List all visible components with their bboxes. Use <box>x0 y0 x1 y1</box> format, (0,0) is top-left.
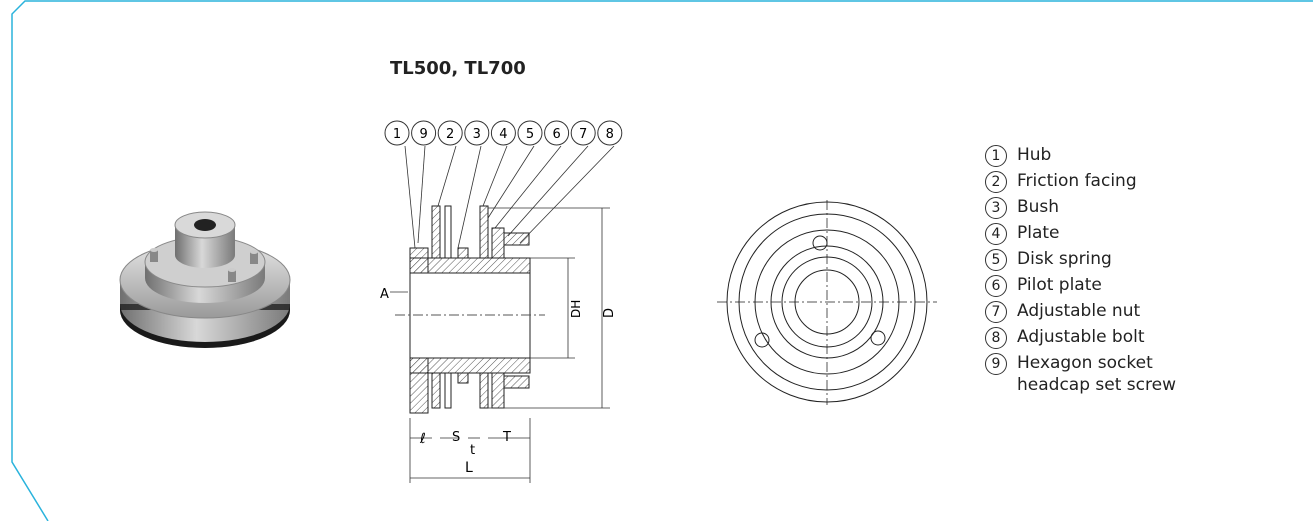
part-item-1: 1 Hub <box>985 144 1215 170</box>
part-number: 2 <box>985 171 1007 193</box>
section-drawing: 1 9 2 3 4 5 6 7 8 <box>380 120 623 483</box>
part-item-7: 7 Adjustable nut <box>985 300 1215 326</box>
part-item-3: 3 Bush <box>985 196 1215 222</box>
part-label: Disk spring <box>1017 249 1112 269</box>
part-label: Pilot plate <box>1017 275 1102 295</box>
part-item-2: 2 Friction facing <box>985 170 1215 196</box>
balloon-label-2: 2 <box>446 127 454 142</box>
part-number: 4 <box>985 223 1007 245</box>
dim-DH: DH <box>569 300 583 318</box>
balloon-8 <box>597 120 623 146</box>
dim-t: t <box>470 443 475 458</box>
part-label: Adjustable nut <box>1017 301 1141 321</box>
part-label: Bush <box>1017 197 1060 217</box>
balloon-label-6: 6 <box>552 127 560 142</box>
balloon-3 <box>464 120 490 146</box>
part-number: 8 <box>985 327 1007 349</box>
part-number: 3 <box>985 197 1007 219</box>
diagram-title: TL500, TL700 <box>390 58 526 79</box>
part-label: Plate <box>1017 223 1060 243</box>
balloon-9 <box>411 120 437 146</box>
part-label: Adjustable bolt <box>1017 327 1145 347</box>
part-number: 5 <box>985 249 1007 271</box>
balloon-5 <box>517 120 543 146</box>
hub-section <box>395 247 545 414</box>
leader-lines <box>404 145 615 249</box>
part-item-5: 5 Disk spring <box>985 248 1215 274</box>
part-number: 6 <box>985 275 1007 297</box>
part-item-9: 9 Hexagon socket headcap set screw <box>985 352 1215 404</box>
part-label: Friction facing <box>1017 171 1137 191</box>
dim-l: ℓ <box>419 431 426 447</box>
balloon-4 <box>490 120 516 146</box>
balloon-7 <box>570 120 596 146</box>
dim-T: T <box>502 430 511 445</box>
part-item-4: 4 Plate <box>985 222 1215 248</box>
dim-D: D <box>602 308 617 318</box>
part-item-6: 6 Pilot plate <box>985 274 1215 300</box>
plate-stack <box>431 205 530 409</box>
parts-list: 1 Hub 2 Friction facing 3 Bush 4 Plate 5 Disk spr… <box>985 144 1215 404</box>
dim-A: A <box>380 287 389 302</box>
balloon-row: 1 9 2 3 4 5 6 7 8 <box>384 120 623 146</box>
balloon-2 <box>437 120 463 146</box>
balloon-label-1: 1 <box>393 127 401 142</box>
balloon-label-8: 8 <box>606 127 614 142</box>
dim-L: L <box>465 460 473 476</box>
balloon-label-7: 7 <box>579 127 587 142</box>
part-number: 7 <box>985 301 1007 323</box>
dim-S: S <box>452 430 460 445</box>
part-item-8: 8 Adjustable bolt <box>985 326 1215 352</box>
balloon-label-5: 5 <box>526 127 534 142</box>
part-label: Hexagon socket headcap set screw <box>1017 353 1176 395</box>
part-label: Hub <box>1017 145 1052 165</box>
balloon-label-9: 9 <box>419 127 427 142</box>
part-number: 9 <box>985 353 1007 375</box>
product-photo <box>119 211 291 348</box>
front-view <box>717 200 937 405</box>
part-number: 1 <box>985 145 1007 167</box>
balloon-label-3: 3 <box>473 127 481 142</box>
dimension-lines <box>390 207 610 483</box>
balloon-label-4: 4 <box>499 127 507 142</box>
balloon-1 <box>384 120 410 146</box>
balloon-6 <box>544 120 570 146</box>
